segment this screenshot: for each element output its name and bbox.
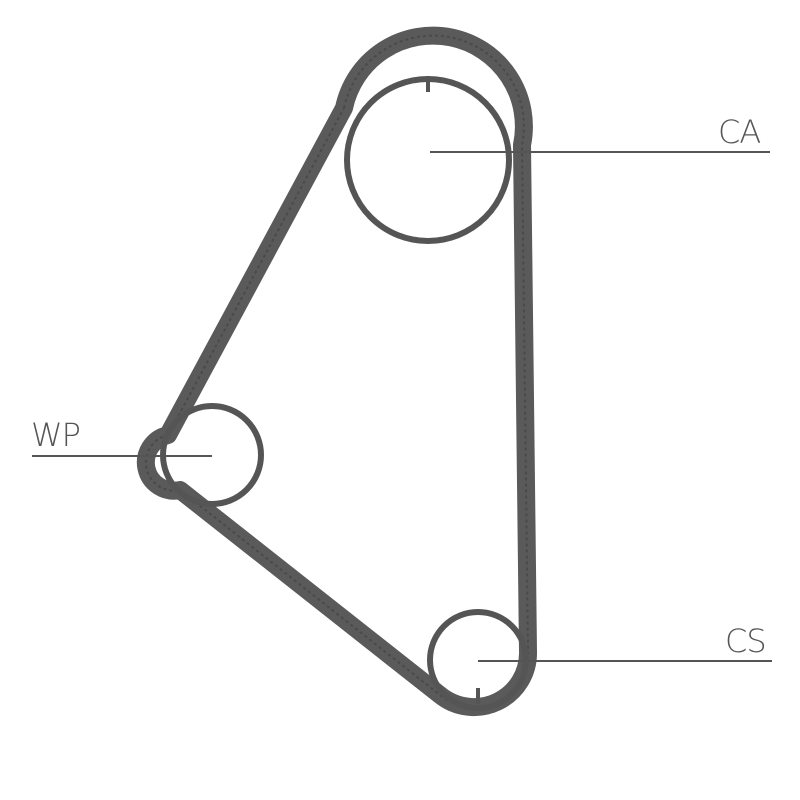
crankshaft-label: CS bbox=[725, 622, 766, 660]
camshaft-label: CA bbox=[718, 113, 760, 151]
camshaft-pulley bbox=[344, 76, 512, 244]
water-pump-label: WP bbox=[31, 416, 80, 454]
